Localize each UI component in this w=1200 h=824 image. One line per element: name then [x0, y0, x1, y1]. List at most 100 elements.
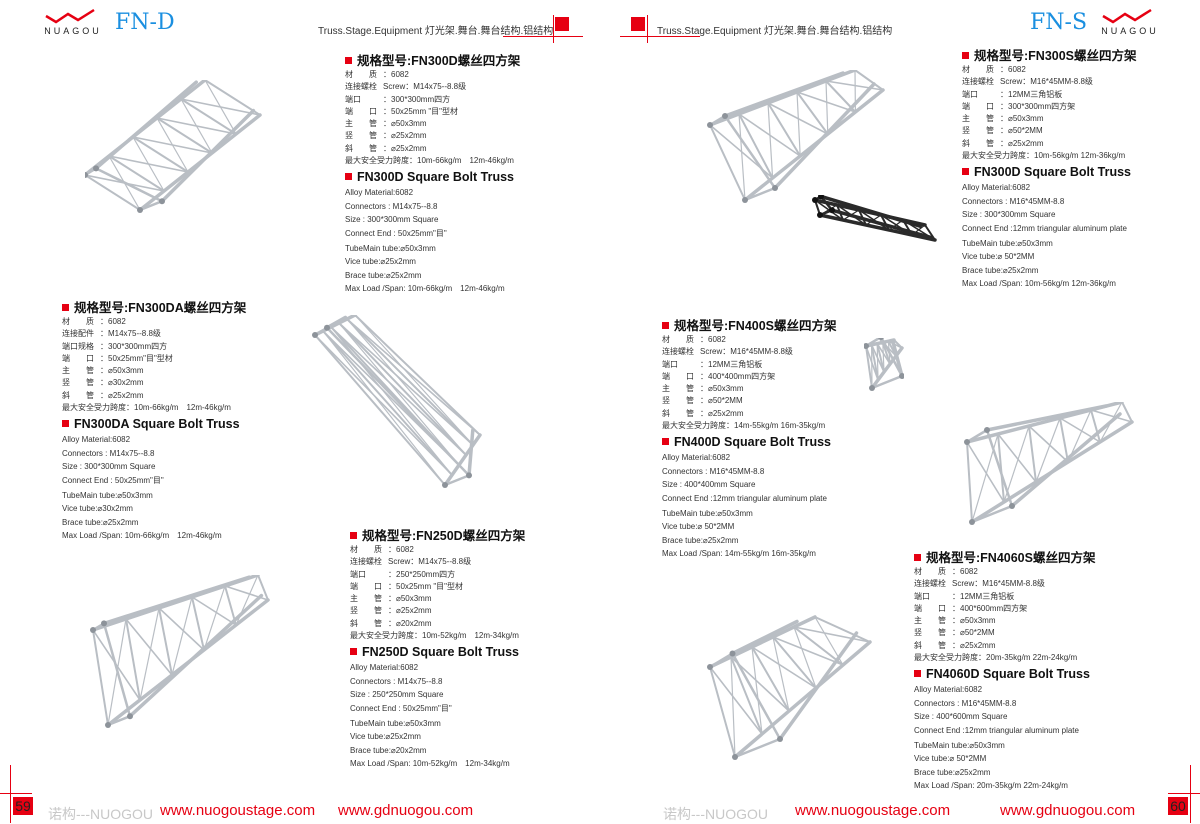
spec-row-en: Brace tube:⌀20x2mm [350, 744, 525, 757]
spec-label: 竖 管 [62, 377, 100, 389]
spec-label: 竖 管 [914, 627, 952, 639]
truss-vertical [323, 331, 452, 475]
red-marker [631, 17, 645, 31]
footer-url-gdnuogou[interactable]: www.gdnuogou.com [1000, 802, 1135, 819]
spec-value: ：⌀25x2mm [700, 409, 744, 418]
spec-row-en: Alloy Material:6082 [62, 433, 246, 446]
spec-row-cn: 端 口：400*400mm四方架 [662, 371, 837, 383]
spec-value: ：6082 [388, 545, 414, 554]
spec-label: 端口 [350, 569, 388, 581]
spec-value: ：50x25mm "目"型材 [388, 582, 463, 591]
spec-row-cn: 端口：250*250mm四方 [350, 569, 525, 581]
spec-value: ：300*300mm四方 [383, 95, 450, 104]
spec-value: ：10m-66kg/m 12m-46kg/m [126, 403, 231, 412]
spec-label: 连接螺栓 [345, 81, 383, 93]
spec-label: 连接螺栓 [350, 556, 388, 568]
spec-label: 端口 [914, 591, 952, 603]
spec-row-cn: 竖 管：⌀30x2mm [62, 377, 246, 389]
spec-row-en: Brace tube:⌀25x2mm [962, 264, 1137, 277]
truss-bolt [707, 122, 713, 128]
truss-brace [157, 118, 188, 172]
spec-label: 端 口 [914, 603, 952, 615]
spec-row-en: Alloy Material:6082 [962, 181, 1137, 194]
spec-row-en: Connectors : M14x75--8.8 [345, 200, 520, 213]
spec-row-en: Vice tube:⌀25x2mm [350, 730, 525, 743]
nuogou-logo: NUAGOU [1095, 6, 1165, 36]
truss-image-fn300s [705, 70, 885, 205]
spec-row-en: TubeMain tube:⌀50x3mm [62, 489, 246, 502]
truss-brace [205, 80, 236, 134]
spec-row-en: Vice tube:⌀ 50*2MM [962, 250, 1137, 263]
truss-bolt [707, 664, 713, 670]
spec-label: 竖 管 [345, 130, 383, 142]
spec-label: 最大安全受力跨度 [345, 155, 409, 167]
spec-row-cn: 竖 管：⌀25x2mm [345, 130, 520, 142]
spec-row-cn: 主 管：⌀50x3mm [914, 615, 1095, 627]
spec-label: 主 管 [962, 113, 1000, 125]
spec-row-en: Alloy Material:6082 [345, 186, 520, 199]
spec-value: ：10m-56kg/m 12m-36kg/m [1026, 151, 1125, 160]
spec-row-cn: 最大安全受力跨度：10m-66kg/m 12m-46kg/m [345, 155, 520, 167]
spec-row-cn: 端 口：300*300mm四方架 [962, 101, 1137, 113]
spec-row-cn: 材 质：6082 [62, 316, 246, 328]
spec-row-cn: 端 口：50x25mm"目"型材 [62, 353, 246, 365]
spec-row-en: Connectors : M16*45MM-8.8 [914, 697, 1095, 710]
series-title-right: FN-S [1030, 10, 1087, 35]
spec-value: ：⌀50x3mm [100, 366, 144, 375]
spec-row-en: Brace tube:⌀25x2mm [62, 516, 246, 529]
spec-row-en: TubeMain tube:⌀50x3mm [345, 242, 520, 255]
truss-image-fn4060s [705, 612, 875, 760]
spec-label: 主 管 [62, 365, 100, 377]
spec-label: 端口 [962, 89, 1000, 101]
product-title-en: FN300D Square Bolt Truss [962, 164, 1137, 180]
truss-image-fn400s-cube [864, 338, 904, 393]
spec-value: ：⌀20x2mm [388, 619, 432, 628]
truss-bolt [466, 472, 472, 478]
spec-row-cn: 竖 管：⌀50*2MM [962, 125, 1137, 137]
footer-brand-right: 诺构---NUOGOU [663, 804, 768, 824]
spec-row-cn: 主 管：⌀50x3mm [662, 383, 837, 395]
truss-brace [1036, 418, 1060, 482]
spec-value: ：250*250mm四方 [388, 570, 455, 579]
crop-mark [553, 15, 554, 43]
truss-main-tube [735, 642, 870, 757]
spec-row-en: Connect End : 50x25mm"目" [345, 227, 520, 240]
spec-row-en: Alloy Material:6082 [350, 661, 525, 674]
spec-row-cn: 斜 管：⌀25x2mm [662, 408, 837, 420]
footer-url-gdnuogou[interactable]: www.gdnuogou.com [338, 802, 473, 819]
header-tagline-left: Truss.Stage.Equipment 灯光架.舞台.舞台结构.铝结构 [318, 22, 553, 37]
footer-url-nuogoustage[interactable]: www.nuogoustage.com [795, 802, 950, 819]
truss-main-tube [780, 633, 857, 739]
spec-row-cn: 端口：12MM三角铝板 [914, 591, 1095, 603]
spec-row-en: Connect End :12mm triangular aluminum pl… [662, 492, 837, 505]
spec-row-cn: 最大安全受力跨度：10m-66kg/m 12m-46kg/m [62, 402, 246, 414]
spec-label: 主 管 [350, 593, 388, 605]
truss-main-tube [987, 406, 1106, 430]
page-number-left: 59 [13, 797, 33, 815]
product-title-cn: 规格型号:FN250D螺丝四方架 [350, 528, 525, 544]
spec-row-en: Vice tube:⌀25x2mm [345, 255, 520, 268]
spec-row-cn: 主 管：⌀50x3mm [350, 593, 525, 605]
spec-row-cn: 连接配件：M14x75--8.8级 [62, 328, 246, 340]
footer-url-nuogoustage[interactable]: www.nuogoustage.com [160, 802, 315, 819]
truss-main-tube [775, 84, 874, 188]
truss-brace [133, 137, 164, 191]
truss-main-tube [162, 111, 253, 202]
spec-label: 主 管 [345, 118, 383, 130]
spec-label: 主 管 [662, 383, 700, 395]
spec-row-cn: 竖 管：⌀50*2MM [662, 395, 837, 407]
spec-row-en: Max Load /Span: 10m-52kg/m 12m-34kg/m [350, 757, 525, 770]
truss-brace [797, 92, 800, 156]
spec-row-en: Max Load /Span: 10m-66kg/m 12m-46kg/m [62, 529, 246, 542]
spec-label: 最大安全受力跨度 [350, 630, 414, 642]
spec-label: 端 口 [350, 581, 388, 593]
spec-row-en: Size : 400*600mm Square [914, 710, 1095, 723]
spec-label: 最大安全受力跨度 [62, 402, 126, 414]
truss-bolt [984, 427, 990, 433]
spec-label: 端 口 [345, 106, 383, 118]
spec-label: 斜 管 [914, 640, 952, 652]
